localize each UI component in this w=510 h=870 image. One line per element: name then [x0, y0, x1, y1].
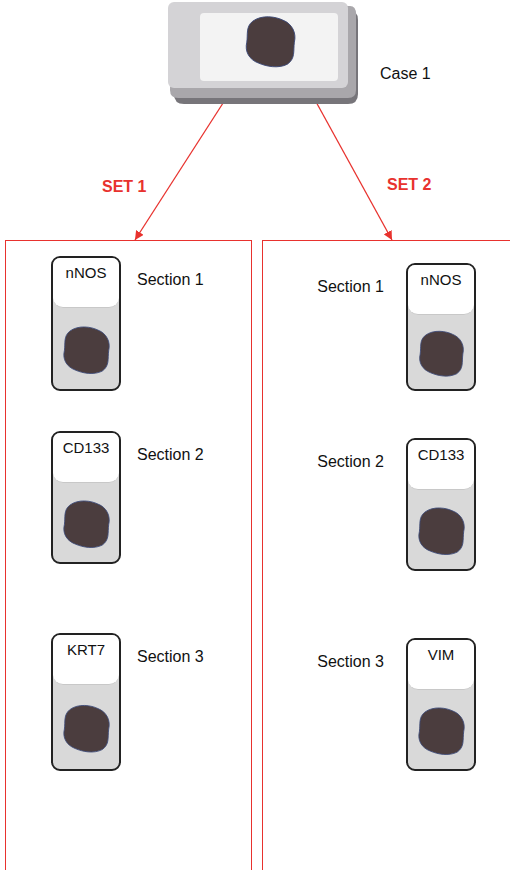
- set-panel: nNOSSection 1CD133Section 2VIMSection 3: [262, 240, 510, 870]
- tissue-section: [414, 702, 468, 759]
- section-label: Section 3: [137, 647, 204, 666]
- tissue-sample: [64, 705, 109, 752]
- section-label: Section 3: [317, 652, 384, 671]
- glass-slide: nNOSSection 1: [51, 256, 121, 391]
- tissue-section: [59, 495, 113, 552]
- tissue-section: [414, 327, 468, 379]
- set-label: SET 1: [100, 178, 148, 196]
- glass-slide: VIMSection 3: [406, 638, 476, 771]
- tissue-section: [59, 320, 113, 379]
- glass-slide: CD133Section 2: [406, 438, 476, 571]
- tissue-sample: [420, 331, 464, 376]
- slide-label-area: VIM: [408, 640, 474, 690]
- stain-label: KRT7: [67, 641, 105, 659]
- section-label: Section 2: [317, 452, 384, 471]
- slide-label-area: nNOS: [408, 265, 474, 315]
- stain-label: VIM: [428, 646, 455, 664]
- slide-tissue-area: [414, 327, 468, 379]
- tissue-sample: [64, 501, 109, 548]
- slide-label-area: KRT7: [53, 635, 119, 685]
- tissue-sample: [246, 17, 295, 67]
- tissue-sample: [64, 327, 109, 374]
- tissue-section: [59, 697, 113, 759]
- cassette-window: [200, 13, 338, 81]
- glass-slide: nNOSSection 1: [406, 263, 476, 391]
- slide-tissue-area: [414, 702, 468, 759]
- section-label: Section 2: [137, 445, 204, 464]
- stain-label: nNOS: [66, 264, 107, 282]
- set-panel: nNOSSection 1CD133Section 2KRT7Section 3: [5, 240, 252, 870]
- cassette-box: Case 1: [165, 0, 445, 100]
- stain-label: CD133: [63, 439, 110, 457]
- cassette-face: [168, 2, 348, 88]
- glass-slide: KRT7Section 3: [51, 633, 121, 771]
- tissue-sample: [419, 508, 464, 555]
- section-label: Section 1: [317, 277, 384, 296]
- glass-slide: CD133Section 2: [51, 431, 121, 564]
- stain-label: nNOS: [421, 271, 462, 289]
- stain-label: CD133: [418, 446, 465, 464]
- slide-tissue-area: [414, 502, 468, 559]
- slide-tissue-area: [59, 320, 113, 379]
- slide-label-area: CD133: [408, 440, 474, 490]
- slide-label-area: CD133: [53, 433, 119, 483]
- slide-label-area: nNOS: [53, 258, 119, 308]
- tissue-sample: [419, 708, 464, 755]
- tissue-cassette: [160, 0, 370, 106]
- set-label: SET 2: [385, 176, 433, 194]
- slide-tissue-area: [59, 495, 113, 552]
- split-arrow: [315, 100, 392, 240]
- case-label: Case 1: [380, 64, 431, 83]
- slide-tissue-area: [59, 697, 113, 759]
- section-label: Section 1: [137, 270, 204, 289]
- tissue-section: [414, 502, 468, 559]
- split-arrow: [135, 100, 225, 240]
